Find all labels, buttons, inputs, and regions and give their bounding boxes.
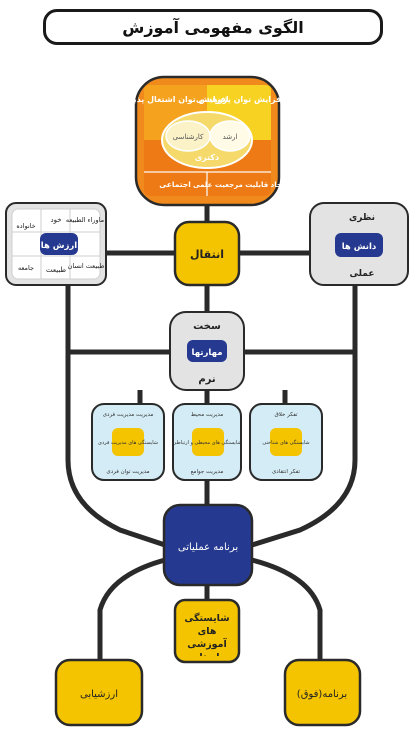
skills-center-label: مهارتها (192, 348, 223, 358)
mid-right-footer: تفکر انتقادی (272, 468, 301, 475)
knowledge-center-label: دانش ها (342, 242, 377, 252)
top-inner-right (209, 120, 251, 152)
top-center-bottom-label: دکتری (195, 153, 219, 162)
extra-program-label: (فوق)برنامه (297, 689, 347, 700)
values-center-label: ارزش ها (41, 241, 78, 251)
competencies-node: شایستگی های آموزشی استاد (173, 598, 241, 664)
evaluation-label: ارزشیابی (80, 689, 118, 700)
program-node: برنامه عملیاتی (162, 503, 254, 587)
skills-bottom-label: نرم (198, 374, 215, 385)
mid-center-footer: مدیریت جوامع (191, 469, 224, 475)
top-q2-label: افزایش توان پژوهشی (196, 95, 284, 105)
mid-center-header: مدیریت محیط (191, 412, 224, 418)
competencies-label: شایستگی های آموزشی استاد (184, 613, 230, 656)
diagram-title: الگوی مفهومی آموزش (122, 17, 304, 37)
knowledge-bottom-label: عملی (350, 269, 375, 279)
mid-center-core: شایستگی های محیطی و ارتباطی (173, 439, 242, 446)
title-box: الگوی مفهومی آموزش (43, 9, 383, 45)
top-q1-label: افزایش توان اشتغال پذیری (121, 95, 228, 105)
evaluation-node: ارزشیابی (54, 658, 144, 727)
top-center-left-label: کارشناسی (173, 133, 204, 141)
values-node: ارزش ها خود خانواده ماوراء الطبیعه جامعه… (5, 202, 107, 286)
values-tl-label: خود (50, 216, 61, 224)
transfer-node: انتقال (173, 220, 241, 287)
mid-left-footer: مدیریت توان فردی (106, 469, 149, 475)
mid-right-core: شایستگی های شناختی (262, 439, 309, 446)
skills-core (187, 340, 227, 362)
program-label: برنامه عملیاتی (178, 542, 238, 553)
mid-right-header: تفکر خلاق (274, 411, 298, 418)
transfer-label: انتقال (190, 248, 224, 261)
mid-left-header: مدیریت مدیریت فردی (103, 412, 154, 418)
mid-box-left: مدیریت مدیریت فردی شایستگی های مدیریت فر… (91, 403, 165, 481)
knowledge-node: دانش ها نظری عملی (309, 202, 409, 286)
top-node: افزایش توان اشتغال پذیری افزایش توان پژو… (121, 75, 287, 207)
values-br-label: طبیعت انسان (68, 262, 105, 270)
mid-left-core: شایستگی های مدیریت فردی (98, 439, 158, 446)
values-core (40, 233, 78, 255)
extra-program-node: (فوق)برنامه (283, 658, 362, 727)
values-tr-label: ماوراء الطبیعه (66, 216, 104, 224)
values-tl2-label: خانواده (16, 222, 35, 230)
top-bottom-left-label: اجتماعی (159, 180, 191, 189)
top-bottom-right-label: ایجاد قابلیت مرجعیت علمی (193, 181, 287, 189)
top-center-right-label: ارشد (223, 133, 238, 141)
mid-box-center: مدیریت محیط شایستگی های محیطی و ارتباطی … (172, 403, 242, 481)
mid-box-right: تفکر خلاق شایستگی های شناختی تفکر انتقاد… (249, 403, 323, 481)
skills-node: مهارتها سخت نرم (169, 311, 245, 391)
knowledge-core (335, 233, 383, 257)
values-bl-label: جامعه (18, 264, 34, 272)
knowledge-top-label: نظری (349, 213, 375, 223)
values-bm-label: طبیعت (46, 266, 66, 274)
connector-lines (65, 205, 358, 660)
skills-top-label: سخت (193, 321, 221, 332)
